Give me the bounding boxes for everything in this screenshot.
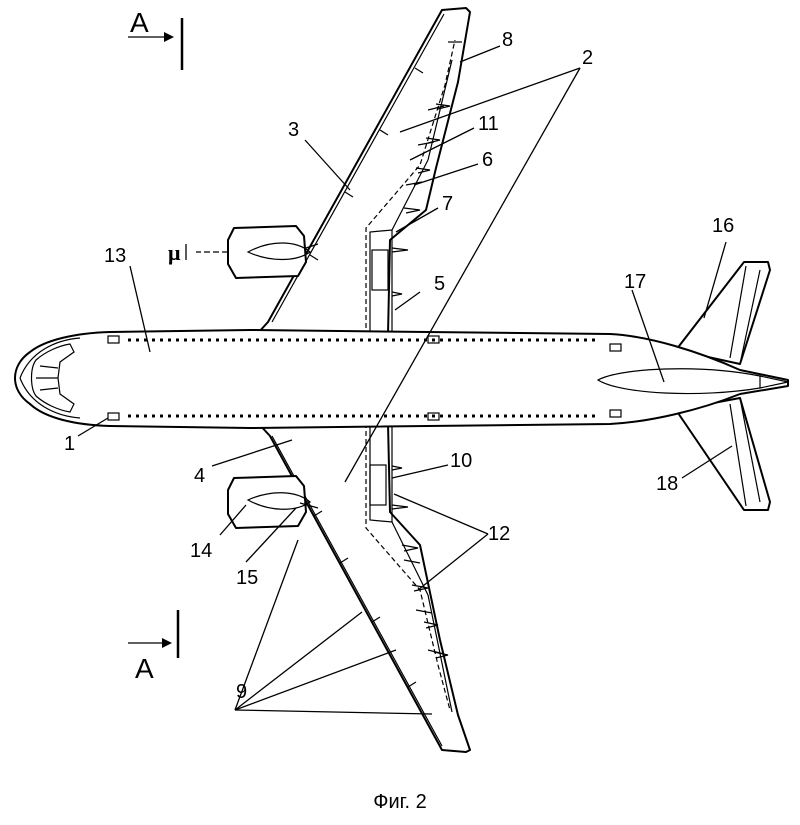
callout-6: 6 [482,149,493,171]
lower-stabilizer [675,397,771,511]
upper-wing [257,7,471,336]
callout-17: 17 [624,271,646,293]
callout-3: 3 [288,119,299,141]
section-mark-top: A [128,7,184,70]
figure-caption: Фиг. 2 [373,791,426,813]
upper-stabilizer [675,261,771,365]
lower-engine [227,475,319,529]
fuselage [14,329,789,429]
callout-10: 10 [450,450,472,472]
section-mark-bottom: A [128,610,180,684]
callout-2: 2 [582,47,593,69]
callout-8: 8 [502,29,513,51]
callout-labels: 1 2 3 4 5 6 7 8 9 10 11 12 13 14 15 16 1… [64,29,734,703]
callout-18: 18 [656,473,678,495]
leader-lines [77,45,733,715]
callout-9: 9 [236,681,247,703]
callout-13: 13 [104,245,126,267]
section-mark-bottom-letter: A [135,653,154,684]
mu-label: μ [168,240,181,265]
callout-7: 7 [442,193,453,215]
upper-engine [185,225,311,279]
callout-14: 14 [190,540,212,562]
callout-15: 15 [236,567,258,589]
callout-12: 12 [488,523,510,545]
callout-1: 1 [64,433,75,455]
callout-16: 16 [712,215,734,237]
section-mark-top-letter: A [130,7,149,38]
callout-5: 5 [434,273,445,295]
lower-wing [257,422,471,753]
callout-4: 4 [194,465,205,487]
callout-11: 11 [478,113,499,135]
